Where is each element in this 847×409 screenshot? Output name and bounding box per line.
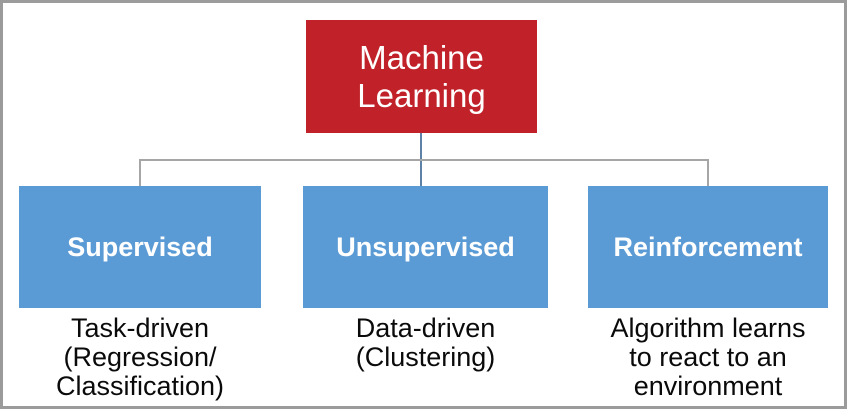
node-supervised: Supervised — [19, 186, 261, 308]
description-reinforcement: Algorithm learns to react to an environm… — [610, 313, 806, 401]
node-unsupervised: Unsupervised — [303, 186, 548, 308]
description-supervised: Task-driven (Regression/ Classification) — [55, 313, 225, 401]
connector-right-drop — [707, 159, 709, 187]
connector-left-drop — [139, 159, 141, 187]
node-machine-learning-label: Machine Learning — [357, 38, 486, 114]
node-reinforcement: Reinforcement — [588, 186, 828, 308]
node-unsupervised-label: Unsupervised — [336, 231, 515, 262]
node-reinforcement-label: Reinforcement — [613, 231, 803, 262]
description-unsupervised: Data-driven (Clustering) — [355, 313, 496, 372]
node-supervised-label: Supervised — [67, 231, 213, 262]
connector-horizontal — [139, 159, 709, 161]
node-machine-learning: Machine Learning — [306, 20, 537, 133]
